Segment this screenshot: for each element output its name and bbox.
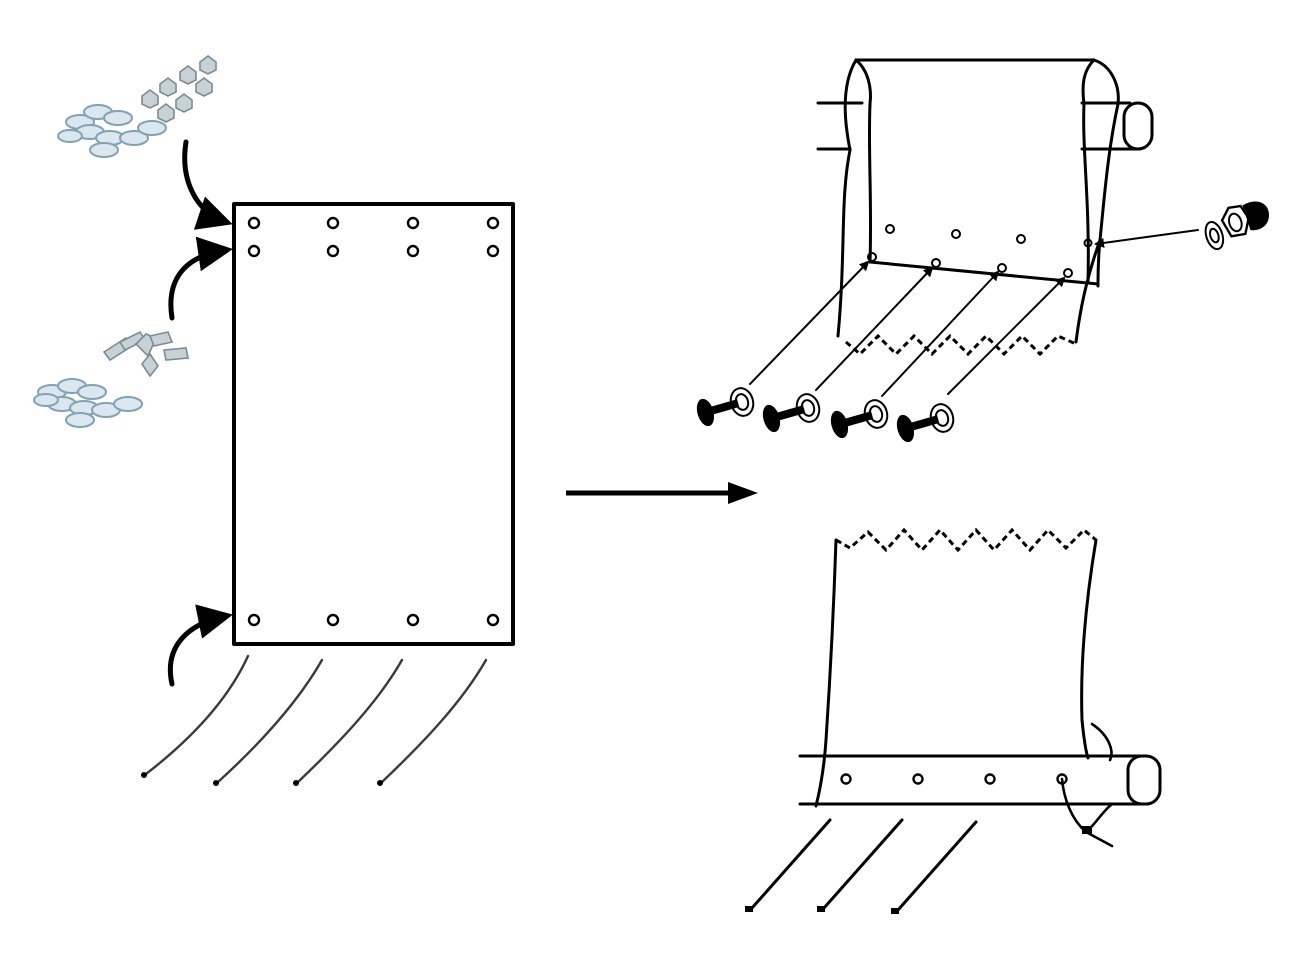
- side-nut-icon: [1204, 201, 1269, 251]
- curved-arrow-top: [182, 139, 233, 230]
- screw-arrows: [749, 229, 1199, 397]
- top-assembly: [816, 58, 1154, 357]
- panel: [232, 202, 515, 646]
- screw-icons: [696, 387, 955, 443]
- curved-arrow-middle: [168, 236, 233, 321]
- bottom-assembly: [798, 527, 1162, 848]
- nut-washer-pile-icon: [57, 55, 217, 158]
- cable-ties-bottom: [745, 818, 978, 914]
- main-arrow: [566, 482, 758, 504]
- bolt-washer-pile-icon: [33, 330, 189, 428]
- panel-holes: [247, 216, 500, 627]
- cable-ties-left: [141, 654, 488, 786]
- curved-arrow-bottom: [168, 604, 233, 687]
